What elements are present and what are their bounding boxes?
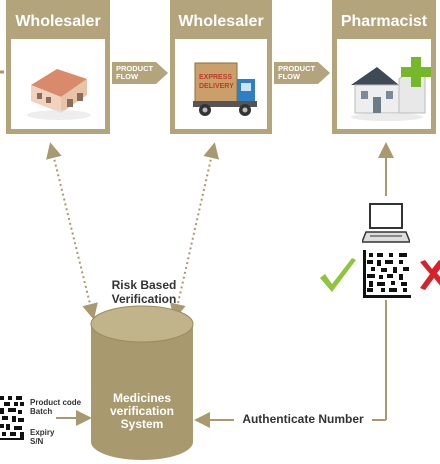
pack-info-top: Product code Batch [30, 398, 81, 416]
system-label-line-2: verification [109, 404, 175, 418]
pack-info-line-4: S/N [30, 437, 44, 446]
wholesaler-1-box: Wholesaler [6, 0, 110, 134]
wholesaler-2-title: Wholesaler [175, 5, 267, 39]
check-mark-icon [320, 258, 356, 292]
pack-info-line-2: Batch [30, 407, 53, 416]
flow-tag-1-line-1: PRODUCT [116, 64, 154, 73]
pharmacist-box: Pharmacist [332, 0, 436, 134]
system-label-line-3: System [120, 417, 164, 431]
warehouse-icon [27, 69, 91, 120]
system-label-line-1: Medicines [112, 391, 172, 405]
pharmacist-title: Pharmacist [337, 5, 431, 39]
database-cylinder [90, 305, 194, 460]
truck-text-2: DELIVERY [199, 83, 234, 90]
risk-verification-label: Risk Based Verification [94, 278, 194, 306]
wholesaler-1-title: Wholesaler [11, 5, 105, 39]
flow-tag-2-line-1: PRODUCT [278, 64, 316, 73]
delivery-truck-icon: EXPRESS DELIVERY [193, 62, 257, 116]
laptop-icon [362, 203, 410, 243]
truck-text-1: EXPRESS [199, 74, 232, 81]
pharmacy-building-icon [351, 57, 431, 121]
wholesaler-2-box: Wholesaler EXPRESS DELIVERY [170, 0, 272, 134]
pack-info-bottom: Expiry S/N [30, 428, 54, 446]
pack-info-line-3: Expiry [30, 428, 55, 437]
risk-label-line-1: Risk Based [111, 278, 177, 292]
cross-mark-icon [420, 260, 440, 290]
pack-datamatrix-icon [0, 394, 26, 442]
scanned-datamatrix-icon [363, 250, 411, 298]
system-label: Medicines verification System [95, 392, 189, 431]
flow-tag-2-line-2: FLOW [278, 72, 301, 81]
pack-info-line-1: Product code [30, 398, 82, 407]
flow-tag-1-line-2: FLOW [116, 72, 139, 81]
authenticate-label: Authenticate Number [242, 412, 364, 426]
risk-label-line-2: Verification [111, 292, 177, 306]
risk-arrow-left [46, 142, 98, 320]
